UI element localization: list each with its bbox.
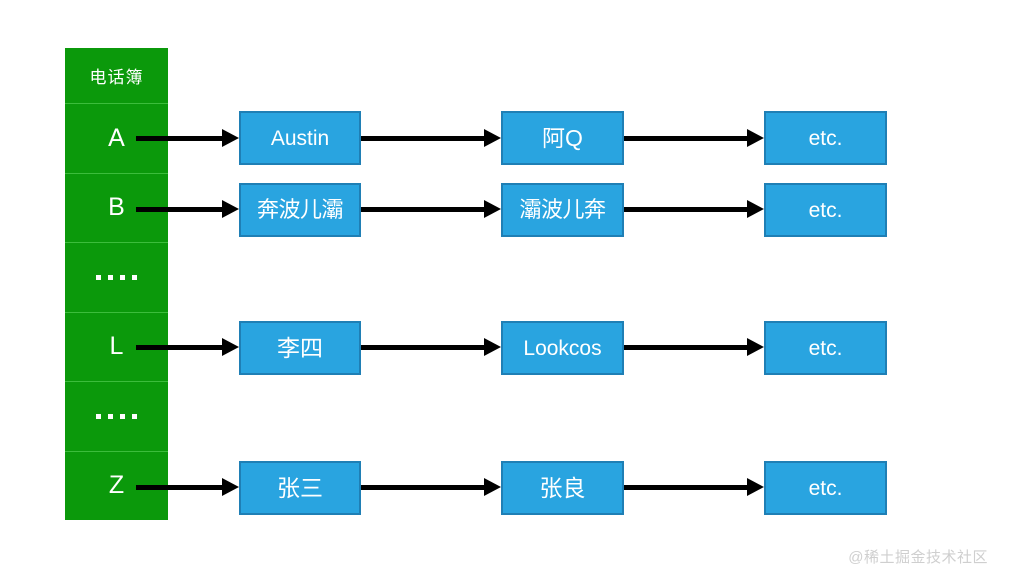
node-l-1: 李四 <box>239 321 361 375</box>
node-z-3: etc. <box>764 461 887 515</box>
index-header-label: 电话簿 <box>89 68 144 87</box>
node-b-3: etc. <box>764 183 887 237</box>
node-label: etc. <box>808 336 843 360</box>
node-b-2: 灞波儿奔 <box>501 183 624 237</box>
ellipsis-dots-icon <box>96 413 137 419</box>
index-cell-ellipsis-2 <box>65 381 168 451</box>
node-label: 李四 <box>277 334 323 361</box>
phonebook-index-column: 电话簿 A B L Z <box>65 48 168 520</box>
index-label-b: B <box>108 193 125 222</box>
node-a-1: Austin <box>239 111 361 165</box>
node-label: etc. <box>808 126 843 150</box>
index-cell-b: B <box>65 172 168 243</box>
node-a-2: 阿Q <box>501 111 624 165</box>
node-label: 奔波儿灞 <box>256 197 344 222</box>
watermark: @稀土掘金技术社区 <box>848 549 988 566</box>
index-cell-a: A <box>65 103 168 173</box>
index-cell-ellipsis-1 <box>65 242 168 312</box>
node-label: 张良 <box>539 474 586 501</box>
node-z-2: 张良 <box>501 461 624 515</box>
index-label-l: L <box>109 332 124 361</box>
node-l-2: Lookcos <box>501 321 624 375</box>
node-l-3: etc. <box>764 321 887 375</box>
index-cell-l: L <box>65 311 168 382</box>
node-label: Lookcos <box>523 336 602 360</box>
index-header-cell: 电话簿 <box>65 48 168 103</box>
node-label: 灞波儿奔 <box>519 197 606 222</box>
ellipsis-dots-icon <box>96 274 137 280</box>
node-a-3: etc. <box>764 111 887 165</box>
node-b-1: 奔波儿灞 <box>239 183 361 237</box>
node-label: etc. <box>808 198 843 222</box>
index-cell-z: Z <box>65 450 168 521</box>
node-z-1: 张三 <box>239 461 361 515</box>
node-label: etc. <box>808 476 843 500</box>
index-label-z: Z <box>108 471 125 500</box>
index-label-a: A <box>108 123 125 152</box>
node-label: 阿Q <box>542 124 583 151</box>
node-label: Austin <box>270 126 330 150</box>
node-label: 张三 <box>277 474 323 501</box>
